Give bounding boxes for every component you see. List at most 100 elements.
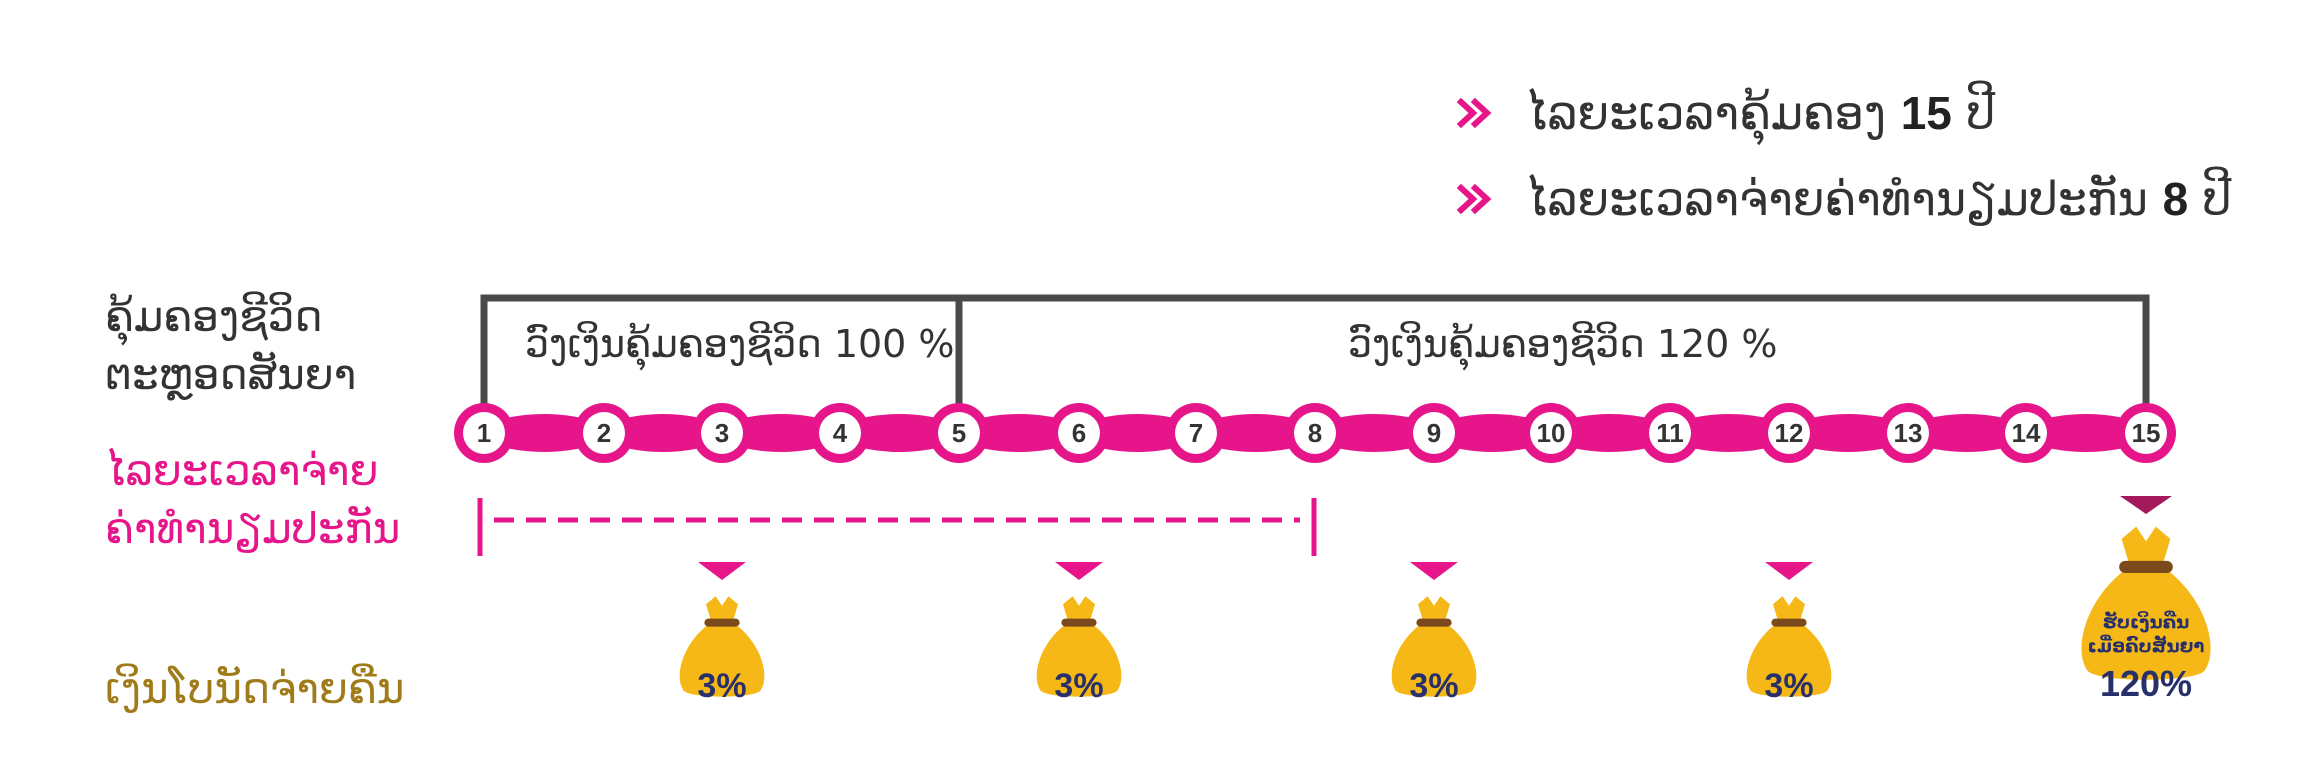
- year-node-center: [583, 412, 625, 454]
- payment-label-line2: ຄ່າທຳນຽມປະກັນ: [105, 504, 401, 553]
- year-node-11: 11: [1640, 403, 1700, 463]
- chain-link: [840, 414, 959, 452]
- bonus-marker: [1765, 562, 1813, 580]
- year-node-14: 14: [1996, 403, 2056, 463]
- bag-top: [2121, 526, 2171, 564]
- year-number: 2: [597, 418, 611, 448]
- year-node-4: 4: [810, 403, 870, 463]
- coverage-period-text: ໄລຍະເວລາຄຸ້ມຄອງ: [1525, 86, 1887, 140]
- year-number: 10: [1537, 418, 1566, 448]
- year-node-13: 13: [1878, 403, 1938, 463]
- coverage-label-line1: ຄຸ້ມຄອງຊີວິດ: [105, 292, 323, 341]
- year-node-15: 15: [2116, 403, 2176, 463]
- bracket-text-120: ວົງເງິນຄຸ້ມຄອງຊີວິດ 120 %: [1348, 322, 1778, 366]
- year-node-center: [1294, 412, 1336, 454]
- bonus-marker: [1410, 562, 1458, 580]
- bag-top: [1063, 596, 1095, 621]
- bag-body: [1036, 625, 1122, 697]
- bag-tie: [1771, 618, 1807, 627]
- coverage-brackets: [480, 294, 2150, 413]
- maturity-line2: ເມື່ອຄົບສັນຍາ: [2088, 635, 2205, 657]
- year-node-center: [1058, 412, 1100, 454]
- year-node-center: [1530, 412, 1572, 454]
- bonus-item-3: 3%: [1391, 562, 1477, 705]
- year-node-center: [2005, 412, 2047, 454]
- bag-top: [1773, 596, 1805, 621]
- bracket-text-100: ວົງເງິນຄຸ້ມຄອງຊີວິດ 100 %: [525, 322, 955, 366]
- year-node-center: [1413, 412, 1455, 454]
- chain-link: [959, 414, 1079, 452]
- bonus-marker: [698, 562, 746, 580]
- chain-link: [722, 414, 840, 452]
- bag-top: [1418, 596, 1450, 621]
- chain-link: [1434, 414, 1551, 452]
- coverage-label: ຄຸ້ມຄອງຊີວິດ ຕະຫຼອດສັນຍາ: [105, 288, 356, 404]
- chain-link: [2026, 414, 2146, 452]
- chain-link: [1789, 414, 1908, 452]
- coverage-period-info: ໄລຍະເວລາຄຸ້ມຄອງ 15 ປີ: [1455, 86, 1995, 140]
- bonus-item-1: 3%: [679, 562, 765, 705]
- year-number: 12: [1775, 418, 1804, 448]
- coverage-bracket-1: [480, 294, 963, 413]
- chain-link: [604, 414, 722, 452]
- year-node-5: 5: [929, 403, 989, 463]
- year-number: 15: [2132, 418, 2161, 448]
- bonus-item-2: 3%: [1036, 562, 1122, 705]
- chain-link: [1315, 414, 1434, 452]
- chain-link: [1670, 414, 1789, 452]
- double-chevron-icon: [1456, 183, 1492, 215]
- chain-link: [1551, 414, 1670, 452]
- year-node-center: [2125, 412, 2167, 454]
- year-node-12: 12: [1759, 403, 1819, 463]
- year-node-center: [1887, 412, 1929, 454]
- double-chevron-icon: [1456, 97, 1492, 129]
- chain-link: [1908, 414, 2026, 452]
- bag-tie: [1416, 618, 1452, 627]
- bonus-marker: [1055, 562, 1103, 580]
- bonus-label: 3%: [1409, 667, 1458, 705]
- payment-label: ໄລຍະເວລາຈ່າຍ ຄ່າທຳນຽມປະກັນ: [105, 442, 400, 558]
- year-number: 9: [1427, 418, 1441, 448]
- maturity-marker: [2120, 496, 2172, 514]
- bag-tie: [2119, 560, 2173, 574]
- money-bag-icon: [679, 596, 765, 697]
- bag-body: [679, 625, 765, 697]
- year-number: 6: [1072, 418, 1086, 448]
- bag-body: [2081, 570, 2211, 680]
- coverage-period-value: 15: [1900, 87, 1952, 139]
- year-number: 4: [833, 418, 848, 448]
- bag-tie: [1061, 618, 1097, 627]
- year-number: 1: [477, 418, 491, 448]
- year-number: 5: [952, 418, 966, 448]
- bag-body: [1746, 625, 1832, 697]
- bag-tie: [704, 618, 740, 627]
- year-number: 13: [1894, 418, 1923, 448]
- payment-period-text: ໄລຍະເວລາຈ່າຍຄ່າທຳນຽມປະກັນ: [1525, 172, 2148, 226]
- bag-body: [1391, 625, 1477, 697]
- year-node-center: [938, 412, 980, 454]
- year-node-2: 2: [574, 403, 634, 463]
- year-node-1: 1: [454, 403, 514, 463]
- year-node-3: 3: [692, 403, 752, 463]
- year-number: 3: [715, 418, 729, 448]
- bag-top: [706, 596, 738, 621]
- chain-link: [1196, 414, 1315, 452]
- coverage-label-line2: ຕະຫຼອດສັນຍາ: [105, 350, 357, 399]
- year-node-center: [463, 412, 505, 454]
- year-node-center: [819, 412, 861, 454]
- maturity-bag-icon: [2081, 526, 2211, 680]
- bonus-label: 3%: [1764, 667, 1813, 705]
- payment-label-line1: ໄລຍະເວລາຈ່າຍ: [105, 446, 379, 495]
- chain-link: [484, 414, 604, 452]
- year-number: 11: [1656, 418, 1684, 448]
- year-node-6: 6: [1049, 403, 1109, 463]
- chain-link: [1079, 414, 1196, 452]
- bonus-label: 3%: [697, 667, 746, 705]
- coverage-bracket-2: [955, 294, 2150, 413]
- dividend-label: ເງິນໂບນັດຈ່າຍຄືນ: [105, 664, 405, 713]
- money-bag-icon: [1036, 596, 1122, 697]
- money-bag-icon: [1746, 596, 1832, 697]
